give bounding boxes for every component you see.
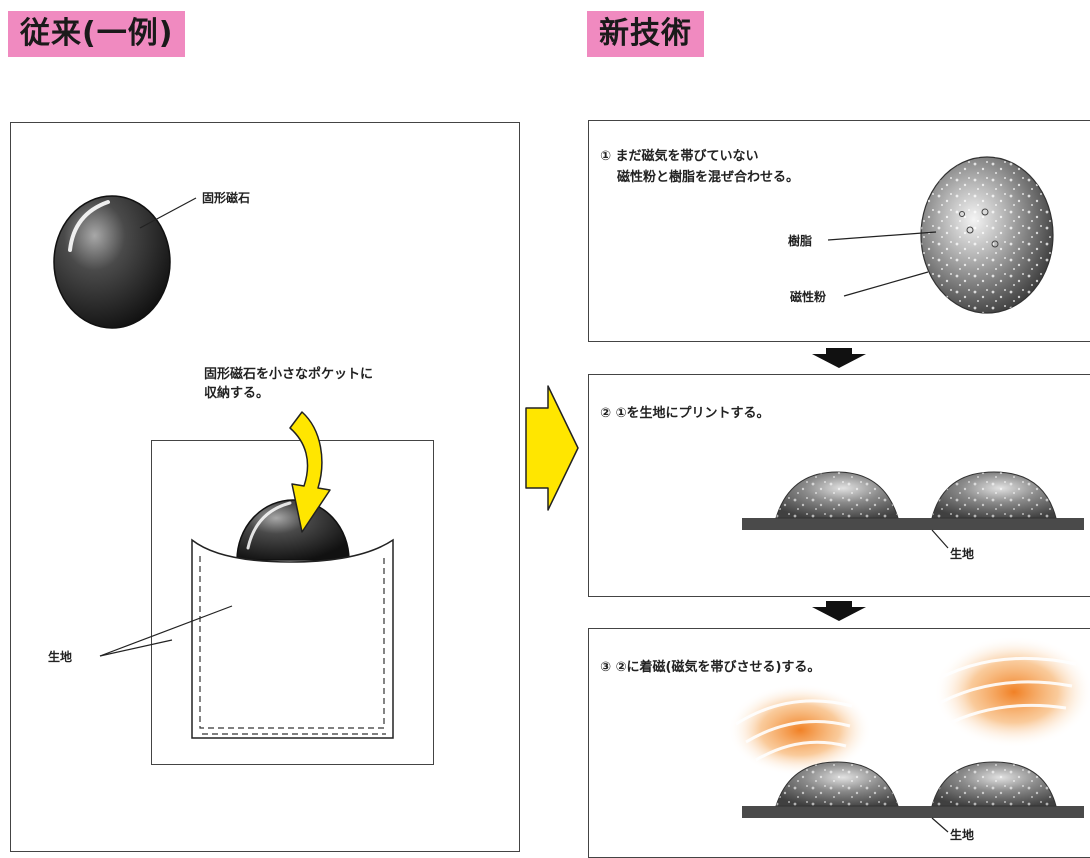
pocket-caption-line1: 固形磁石を小さなポケットに	[204, 367, 374, 382]
conventional-heading: 従来(一例)	[8, 11, 186, 57]
pocket-icon	[191, 538, 394, 739]
step1-line1: ① まだ磁気を帯びていない	[600, 149, 759, 164]
step3-text: ③ ②に着磁(磁気を帯びさせる)する。	[600, 660, 821, 675]
magnetized-print-icon	[742, 761, 1084, 818]
fabric-label-step2: 生地	[950, 547, 975, 561]
printed-magnet-icon	[742, 471, 1084, 530]
magnet-leader-line	[139, 197, 197, 229]
solid-magnet-label: 固形磁石	[202, 191, 251, 205]
fabric-leader-lines	[99, 605, 233, 657]
step2-text: ② ①を生地にプリントする。	[600, 406, 770, 421]
pocket-caption-line2: 収納する。	[204, 386, 270, 401]
resin-powder-mix-icon	[920, 156, 1054, 314]
step1-line2: 磁性粉と樹脂を混ぜ合わせる。	[617, 170, 800, 185]
new-technology-heading: 新技術	[587, 11, 704, 57]
solid-magnet-icon	[53, 195, 171, 329]
step-down-arrow-2	[812, 601, 866, 621]
fabric-label-step3: 生地	[950, 828, 975, 842]
step-down-arrow-1	[812, 348, 866, 368]
magnetic-powder-label: 磁性粉	[790, 290, 827, 304]
pocket-magnet-icon	[236, 499, 350, 561]
fabric-label: 生地	[48, 650, 73, 664]
resin-label: 樹脂	[788, 234, 813, 248]
insert-arrow-icon	[289, 411, 331, 533]
magnetic-field-icon	[728, 636, 1090, 776]
transition-arrow-icon	[525, 385, 579, 511]
